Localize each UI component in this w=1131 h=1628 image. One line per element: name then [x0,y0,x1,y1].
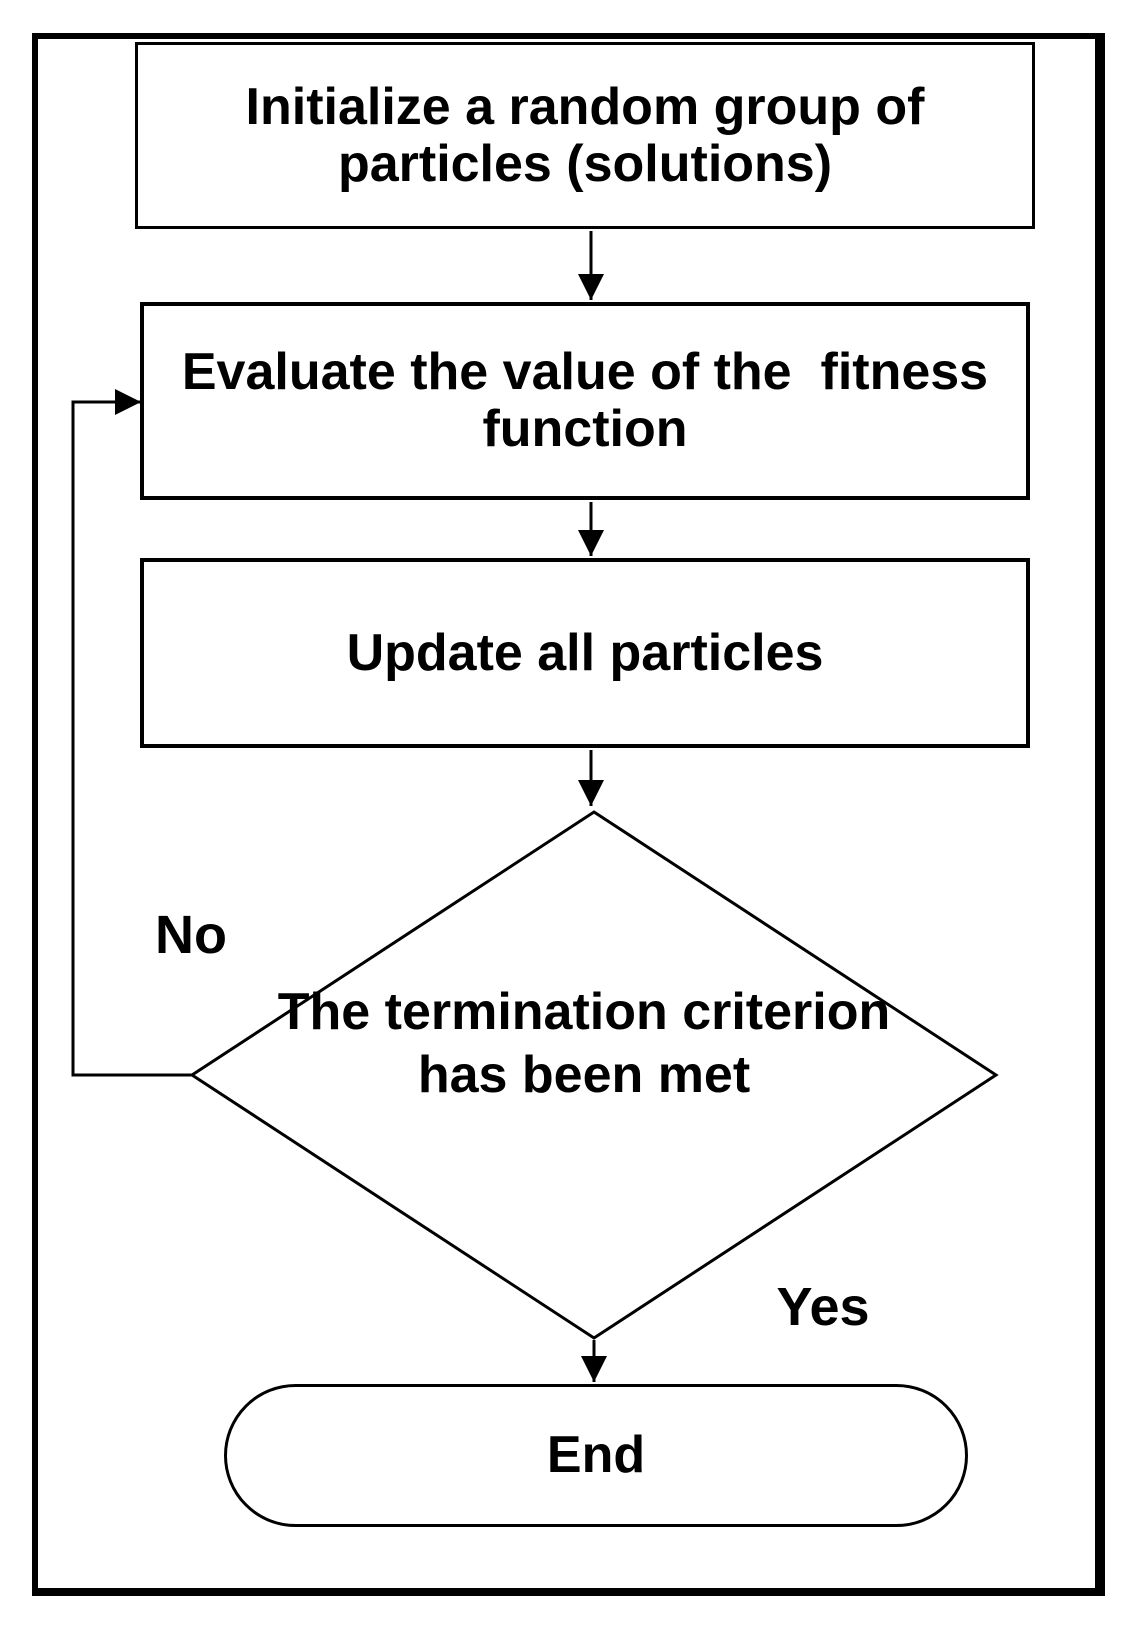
process-node-evaluate: Evaluate the value of the fitness functi… [140,302,1030,500]
edge-label-yes: Yes [776,1277,870,1337]
figure-border-frame [32,33,1105,1596]
terminator-node-end-label: End [546,1426,646,1484]
arrow-no-loop-to-evaluate [71,389,192,1077]
decision-node-label: The termination criterion has been met [277,983,891,1104]
edge-label-no: No [155,905,227,965]
process-node-evaluate-label: Evaluate the value of the fitness functi… [181,343,989,458]
decision-diamond-shape [189,810,999,1340]
process-node-update: Update all particles [140,558,1030,748]
process-node-initialize-label: Initialize a random group of particles (… [245,77,925,193]
process-node-initialize: Initialize a random group of particles (… [135,42,1035,229]
terminator-node-end: End [224,1384,968,1527]
process-node-update-label: Update all particles [346,623,824,682]
